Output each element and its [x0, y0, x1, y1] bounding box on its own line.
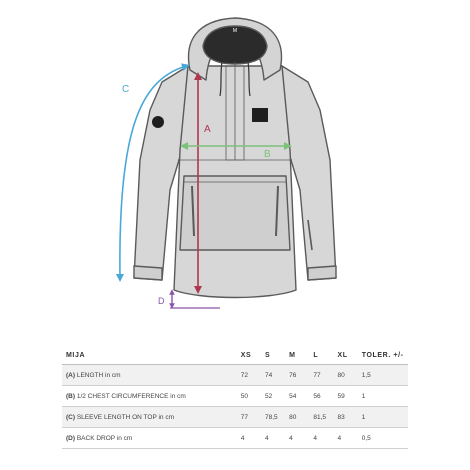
value-cell: 4	[313, 434, 317, 442]
right-side-pocket	[275, 185, 279, 237]
measurement-name: LENGTH in cm	[76, 371, 121, 379]
value-cell: 80	[337, 371, 345, 379]
model-name: MIJA	[66, 351, 86, 359]
drawcords	[219, 61, 251, 97]
tolerance-header: TOLER. +/-	[361, 351, 404, 359]
measurement-cell: (B) 1/2 CHEST CIRCUMFERENCE in cm	[62, 386, 241, 407]
size-table-header: MIJA XS S M L XL TOLER. +/-	[62, 346, 408, 365]
value-cell: 72	[240, 371, 249, 379]
value-cell: 59	[337, 392, 345, 400]
jacket	[133, 17, 337, 299]
tolerance-cell: 1	[361, 392, 366, 400]
value-cell: 4	[337, 434, 342, 442]
measure-a-label: A	[204, 124, 211, 135]
size-header: M	[289, 351, 296, 359]
value-cell: 80	[289, 413, 297, 421]
value-cell: 77	[240, 413, 249, 421]
value-cell: 83	[337, 413, 345, 421]
measure-c-line	[115, 63, 190, 282]
measurement-cell: (C) SLEEVE LENGTH ON TOP in cm	[62, 407, 241, 428]
measurement-name: SLEEVE LENGTH ON TOP in cm	[76, 413, 175, 421]
hood-opening	[202, 25, 268, 65]
sleeve-zip	[307, 219, 313, 251]
measurement-code: (C)	[66, 413, 76, 421]
value-cell: 81,5	[313, 413, 326, 421]
left-cuff	[133, 265, 163, 281]
value-cell: 50	[240, 392, 249, 400]
kangaroo-pocket	[179, 175, 291, 251]
measurement-name: 1/2 CHEST CIRCUMFERENCE in cm	[76, 392, 186, 400]
table-row: (B) 1/2 CHEST CIRCUMFERENCE in cm 50 52 …	[62, 386, 408, 407]
value-cell: 4	[289, 434, 293, 442]
value-cell: 77	[313, 371, 321, 379]
measurement-cell: (A) LENGTH in cm	[62, 365, 241, 386]
measurement-code: (A)	[66, 371, 76, 379]
measure-d-label: D	[158, 296, 165, 306]
left-side-pocket	[191, 185, 195, 237]
measurement-code: (B)	[66, 392, 76, 400]
right-cuff	[307, 265, 337, 281]
tolerance-cell: 0,5	[361, 434, 371, 442]
measurement-name: BACK DROP in cm	[76, 434, 133, 442]
size-table: MIJA XS S M L XL TOLER. +/- (A) LENGTH i…	[62, 346, 408, 449]
tolerance-cell: 1	[361, 413, 366, 421]
size-header: XS	[240, 351, 252, 359]
table-row: (D) BACK DROP in cm 4 4 4 4 4 0,5	[62, 428, 408, 449]
table-row: (C) SLEEVE LENGTH ON TOP in cm 77 78,5 8…	[62, 406, 408, 428]
measure-c-label: C	[122, 84, 129, 95]
measurement-code: (D)	[66, 434, 76, 442]
measure-b-label: B	[264, 149, 271, 160]
value-cell: 52	[264, 392, 273, 400]
value-cell: 76	[289, 371, 297, 379]
table-row: (A) LENGTH in cm 72 74 76 77 80 1,5	[62, 364, 408, 386]
value-cell: 78,5	[264, 413, 278, 421]
measurement-cell: (D) BACK DROP in cm	[62, 428, 241, 449]
size-header: S	[264, 351, 271, 359]
tolerance-cell: 1,5	[361, 371, 371, 379]
value-cell: 56	[313, 392, 321, 400]
size-header: L	[313, 351, 319, 359]
hood-tag: M	[233, 28, 237, 34]
value-cell: 54	[289, 392, 297, 400]
jacket-illustration: M A B C D	[115, 17, 337, 309]
value-cell: 74	[264, 371, 273, 379]
chest-logo-patch	[252, 108, 268, 122]
arm-badge	[152, 116, 164, 128]
size-header: XL	[337, 351, 348, 359]
value-cell: 4	[264, 434, 269, 442]
value-cell: 4	[240, 434, 245, 442]
